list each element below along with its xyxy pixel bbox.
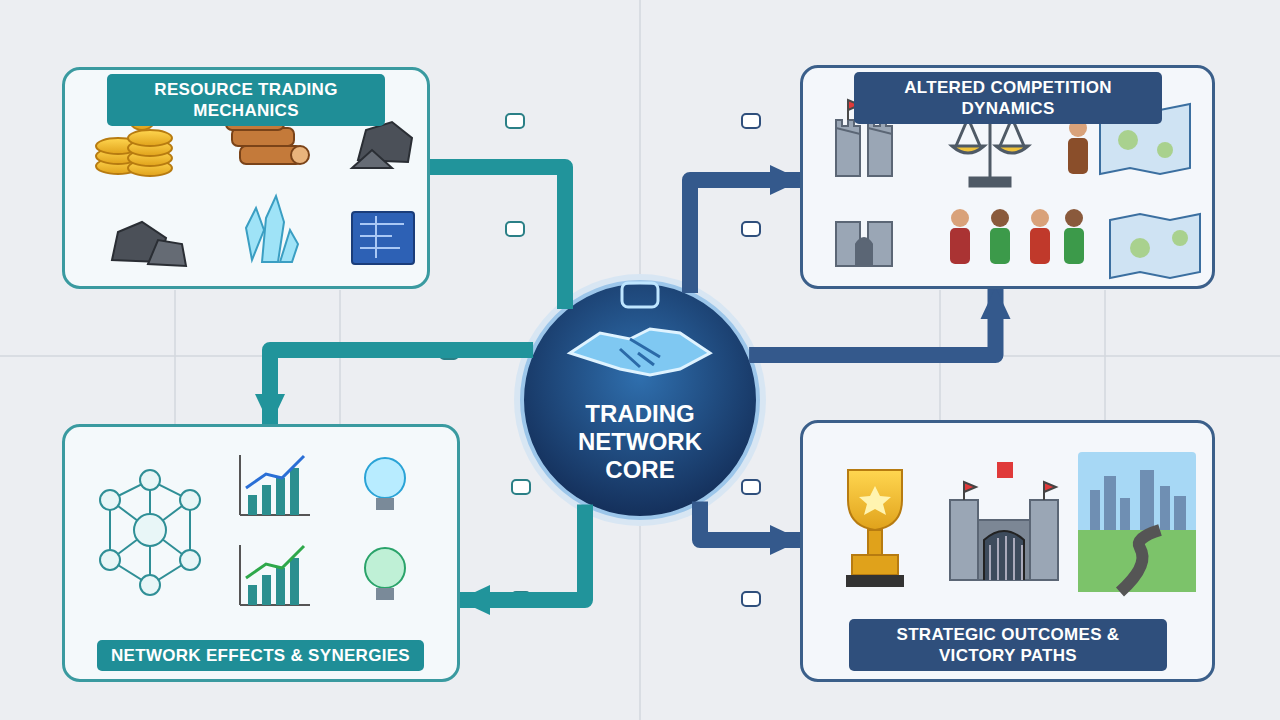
flow-arrow xyxy=(690,180,800,293)
flow-arrow xyxy=(700,502,800,540)
outcomes-panel: STRATEGIC OUTCOMES & VICTORY PATHS xyxy=(800,420,1215,682)
core-circle: TRADING NETWORK CORE xyxy=(522,282,758,518)
network-panel: NETWORK EFFECTS & SYNERGIES xyxy=(62,424,460,682)
flow-arrow xyxy=(270,350,533,424)
panel-heading: STRATEGIC OUTCOMES & VICTORY PATHS xyxy=(849,619,1167,671)
flow-arrow xyxy=(460,504,585,600)
competition-panel: ALTERED COMPETITION DYNAMICS xyxy=(800,65,1215,289)
flow-arrow xyxy=(749,289,995,355)
panel-heading: NETWORK EFFECTS & SYNERGIES xyxy=(97,640,424,671)
panel-heading: ALTERED COMPETITION DYNAMICS xyxy=(854,72,1162,124)
core-title: TRADING NETWORK CORE xyxy=(522,400,758,484)
flow-arrow xyxy=(430,167,565,309)
panel-heading: RESOURCE TRADING MECHANICS xyxy=(107,74,385,126)
trading-panel: RESOURCE TRADING MECHANICS xyxy=(62,67,430,289)
